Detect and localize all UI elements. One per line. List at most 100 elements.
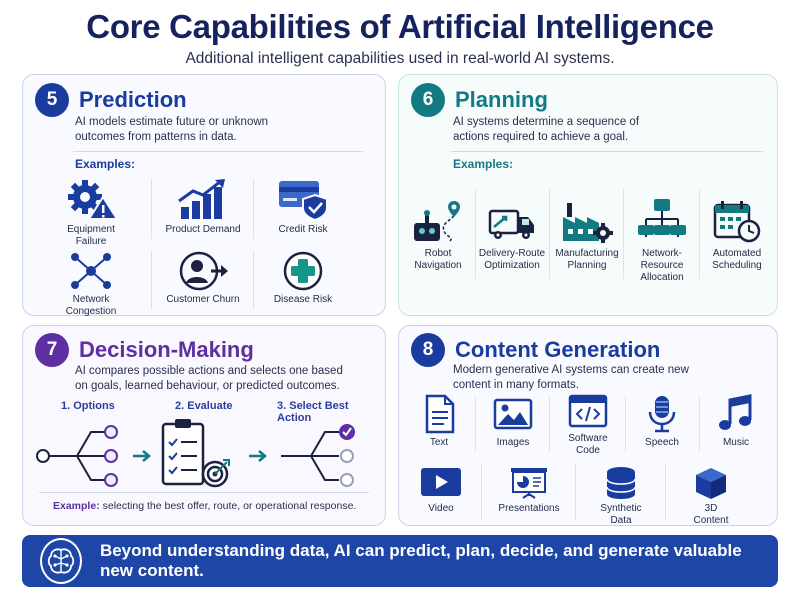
factory-gear-icon (563, 203, 613, 243)
item-label: Network Congestion (65, 294, 117, 317)
prediction-item: Disease Risk (263, 251, 343, 306)
robot-path-icon (414, 201, 460, 242)
content-number-badge: 8 (411, 333, 445, 367)
target-icon (201, 459, 230, 488)
clipboard-checklist-icon (161, 419, 205, 486)
divider (151, 251, 152, 309)
option-start-node (36, 449, 50, 463)
planning-divider (451, 151, 763, 152)
divider (549, 396, 550, 452)
content-item: Presentations (489, 466, 569, 515)
item-label: Robot Navigation (414, 248, 462, 271)
music-note-icon (719, 394, 752, 430)
content-item: Images (479, 394, 547, 449)
content-item: Music (701, 394, 771, 449)
item-label: Customer Churn (166, 294, 240, 305)
brain-circuit-icon (40, 538, 82, 584)
item-label: 3D Content (693, 503, 729, 526)
presentation-board-icon (511, 468, 547, 499)
check-icon (342, 427, 352, 437)
item-label: Text (429, 437, 449, 448)
step-select-label: 3. Select Best Action (277, 400, 349, 424)
options-branch-icon (47, 431, 105, 481)
option-node (340, 449, 354, 463)
summary-banner: Beyond understanding data, AI can predic… (22, 535, 778, 587)
content-item: Video (405, 466, 477, 515)
prediction-number-badge: 5 (35, 83, 69, 117)
decision-number-badge: 7 (35, 333, 69, 367)
option-node (104, 473, 118, 487)
delivery-truck-icon (488, 209, 534, 239)
divider (699, 189, 700, 279)
content-item: 3D Content (671, 466, 751, 527)
prediction-item: Customer Churn (163, 251, 243, 306)
content-description: Modern generative AI systems can create … (453, 364, 689, 391)
rising-bar-chart-icon (178, 179, 225, 219)
planning-number-badge: 6 (411, 83, 445, 117)
microphone-icon (648, 396, 676, 433)
cube-icon (696, 468, 726, 499)
item-label: Images (496, 437, 530, 448)
option-node (340, 473, 354, 487)
content-item: Text (405, 394, 473, 449)
item-label: Music (722, 437, 750, 448)
prediction-item: Equipment Failure (51, 177, 131, 248)
planning-item: Automated Scheduling (701, 197, 773, 272)
item-label: Synthetic Data (600, 503, 642, 526)
content-title: Content Generation (455, 337, 661, 362)
page-title: Core Capabilities of Artificial Intellig… (86, 8, 714, 45)
item-label: Network-Resource Allocation (640, 248, 684, 283)
option-node (104, 425, 118, 439)
planning-item: Delivery-Route Optimization (476, 197, 548, 272)
decision-title: Decision-Making (79, 337, 254, 362)
hierarchy-icon (638, 199, 686, 237)
divider (549, 189, 550, 279)
arrow-icon (133, 450, 151, 462)
item-label: Manufacturing Planning (555, 248, 619, 271)
prediction-divider (73, 151, 363, 152)
calendar-clock-icon (713, 201, 761, 243)
page-subtitle: Additional intelligent capabilities used… (185, 50, 615, 67)
credit-card-shield-icon (279, 181, 328, 221)
banner-text: Beyond understanding data, AI can predic… (99, 541, 742, 580)
divider (699, 396, 700, 452)
video-play-icon (421, 468, 461, 496)
decision-panel: 7 Decision-Making AI compares possible a… (22, 325, 386, 526)
select-branch-icon (281, 431, 339, 481)
database-icon (606, 467, 636, 499)
planning-item: Robot Navigation (403, 197, 473, 272)
planning-description: AI systems determine a sequence of actio… (453, 116, 640, 143)
content-item: Synthetic Data (583, 466, 659, 527)
divider (481, 464, 482, 520)
code-window-icon (568, 394, 608, 428)
item-label: Presentations (498, 503, 560, 514)
prediction-panel: 5 Prediction AI models estimate future o… (22, 74, 386, 318)
medical-cross-icon (283, 251, 323, 291)
divider (253, 251, 254, 309)
planning-item: Manufacturing Planning (551, 197, 623, 272)
decision-divider (39, 492, 369, 493)
content-panel: 8 Content Generation Modern generative A… (398, 325, 778, 526)
document-icon (425, 394, 455, 434)
prediction-item: Credit Risk (263, 177, 343, 236)
planning-panel: 6 Planning AI systems determine a sequen… (398, 74, 778, 316)
step-options-label: 1. Options (61, 400, 115, 412)
example-label: Example: (53, 500, 100, 512)
prediction-title: Prediction (79, 87, 187, 112)
prediction-item: Network Congestion (51, 251, 131, 318)
example-text: selecting the best offer, route, or oper… (102, 500, 357, 512)
divider (623, 189, 624, 279)
planning-examples-label: Examples: (453, 157, 514, 171)
decision-example: Example: selecting the best offer, route… (53, 500, 356, 512)
item-label: Video (428, 503, 454, 514)
content-item: Speech (627, 394, 697, 449)
option-node (104, 449, 118, 463)
item-label: Credit Risk (278, 224, 328, 235)
divider (625, 396, 626, 452)
item-label: Delivery-Route Optimization (478, 248, 546, 271)
divider (475, 396, 476, 452)
image-icon (493, 398, 533, 430)
arrow-icon (249, 450, 267, 462)
item-label: Equipment Failure (67, 224, 115, 247)
item-label: Speech (645, 437, 679, 448)
